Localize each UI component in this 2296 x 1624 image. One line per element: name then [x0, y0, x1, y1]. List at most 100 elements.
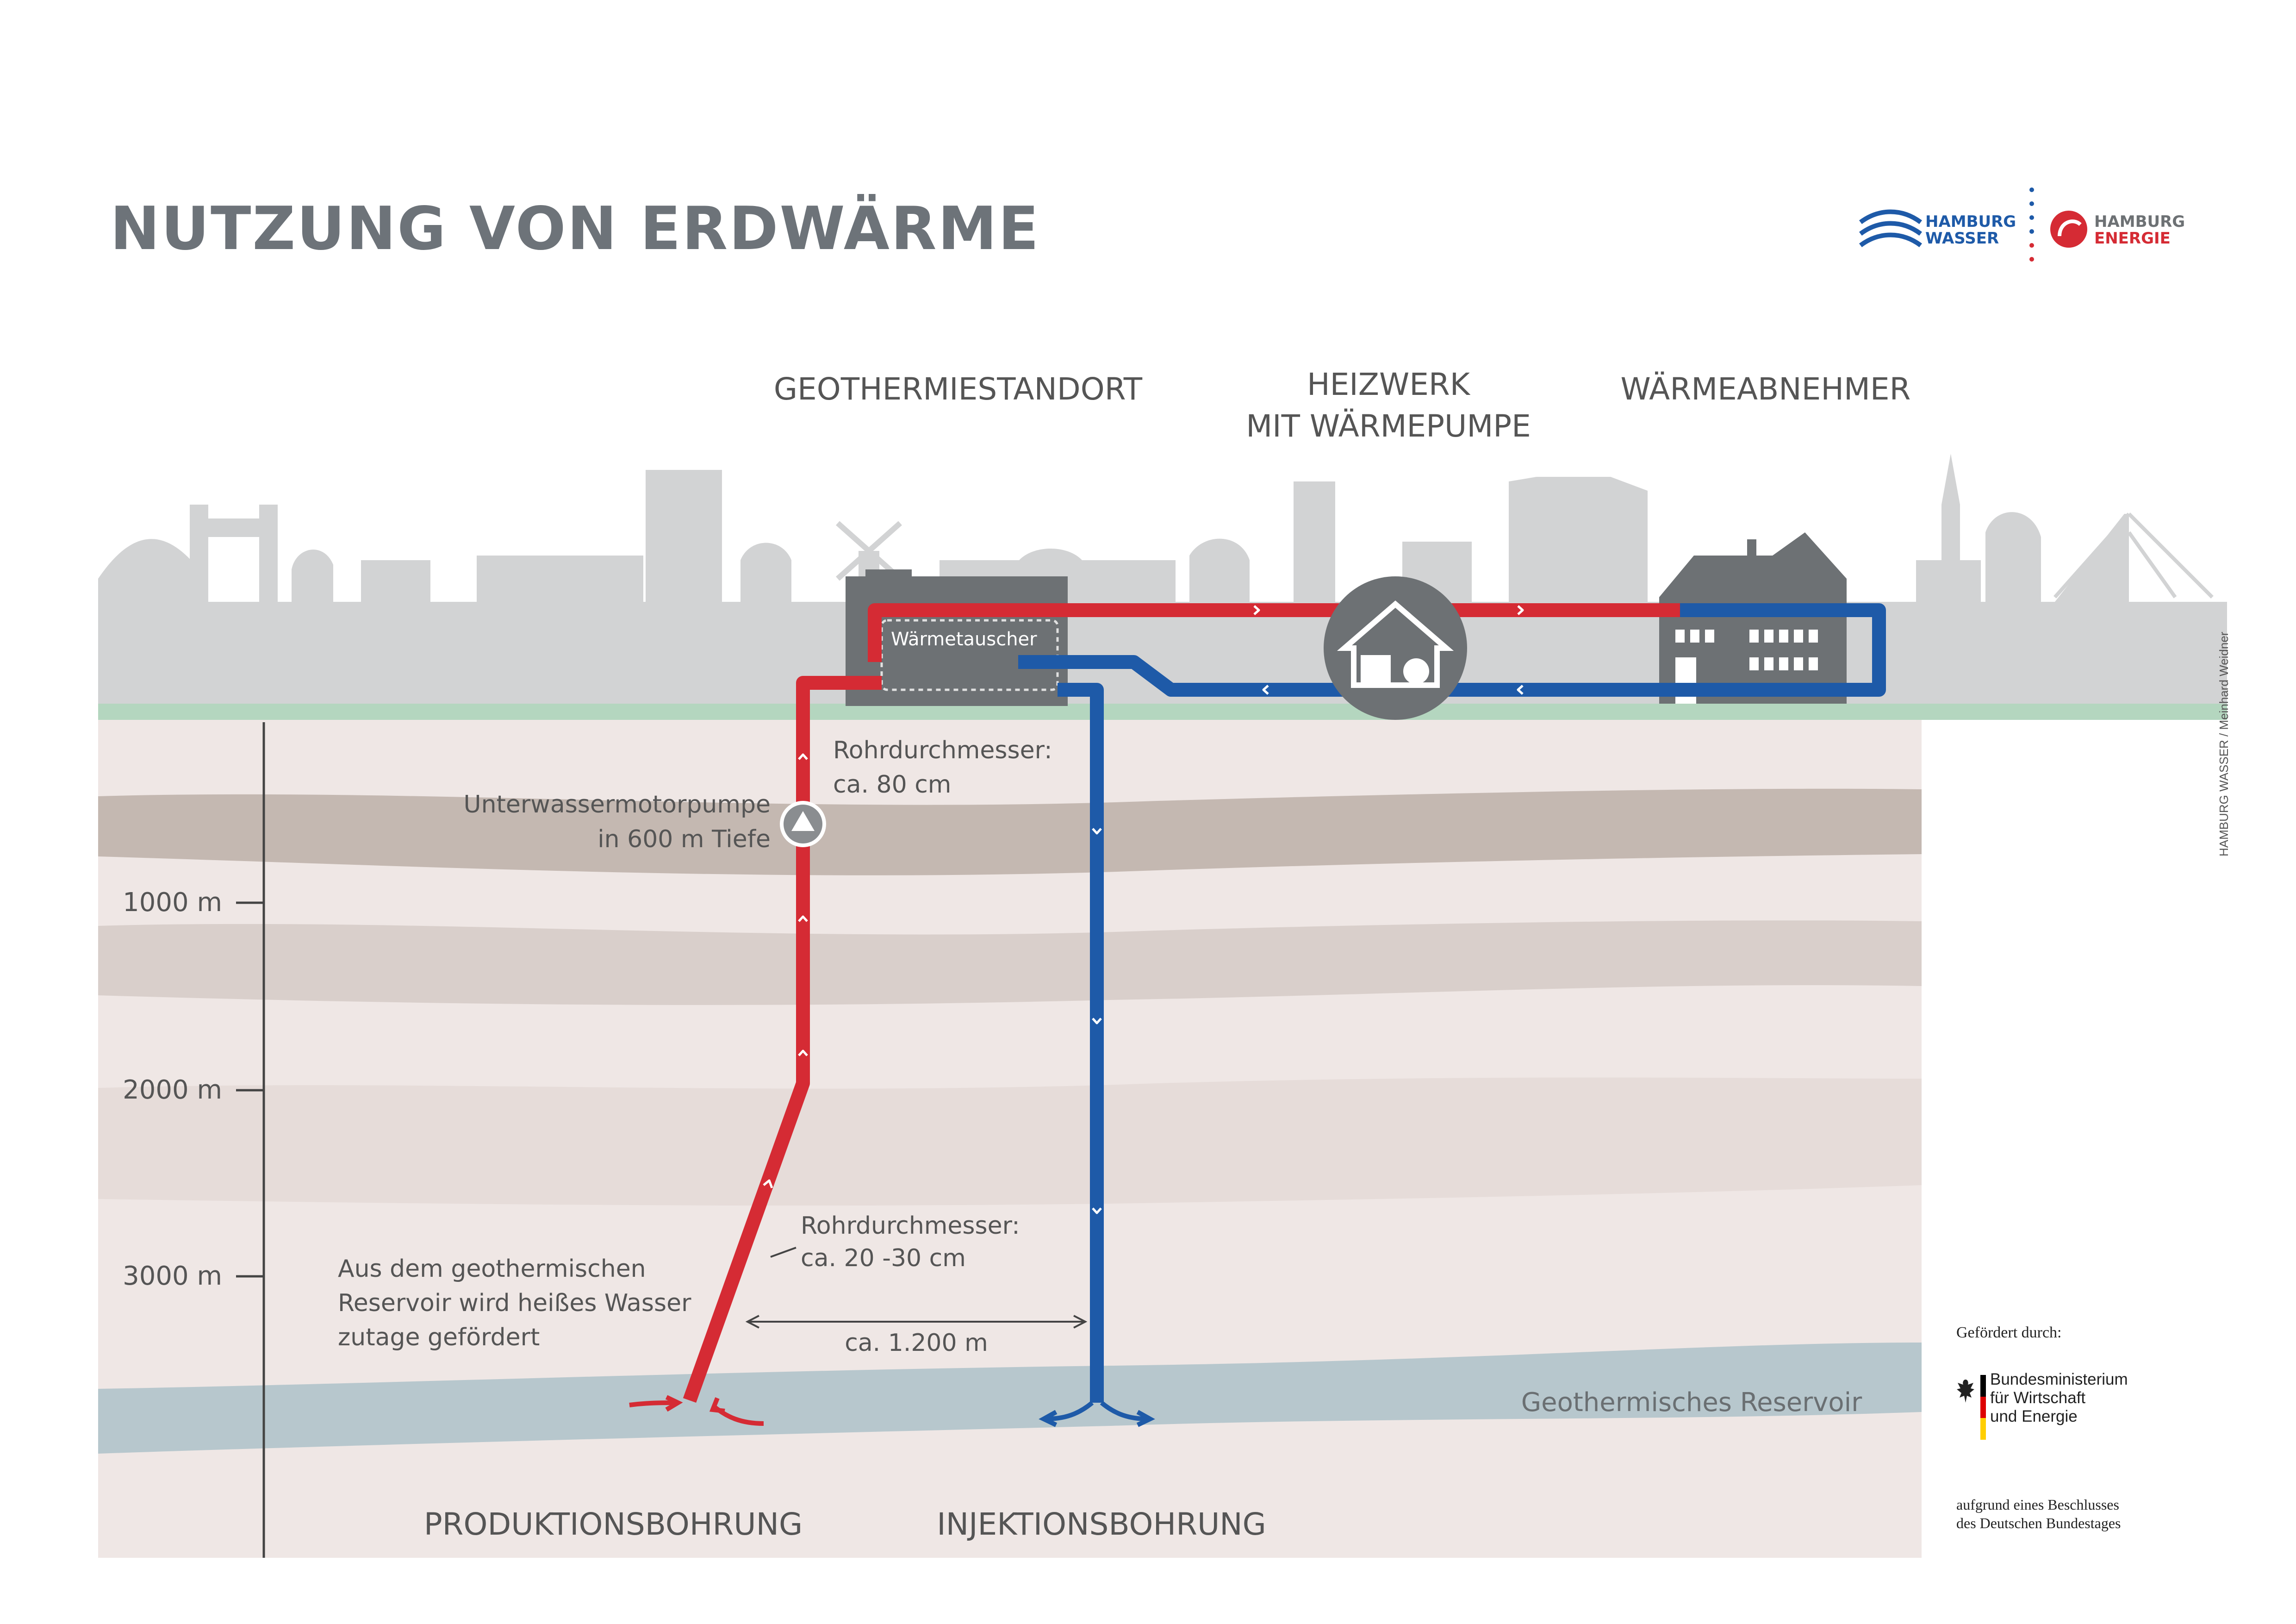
- funding-bottom-line1: aufgrund eines Beschlusses: [1956, 1496, 2119, 1513]
- chevron: [1092, 1207, 1102, 1214]
- soil-cross-section: [98, 713, 1922, 1558]
- skyline-gate-top: [204, 518, 264, 537]
- reservoir-flow-arrows: [629, 1395, 1155, 1427]
- logo-divider: [2029, 187, 2034, 262]
- logo-hamburg-energie: HAMBURG ENERGIE: [2050, 211, 2185, 248]
- flag-black: [1980, 1375, 1986, 1397]
- dot: [2029, 229, 2034, 234]
- eagle-icon: [1957, 1380, 1974, 1403]
- window: [1794, 657, 1803, 670]
- window: [1779, 630, 1788, 643]
- labels: GEOTHERMIESTANDORT HEIZWERK MIT WÄRMEPUM…: [338, 367, 1910, 1542]
- logo-wasser-line2: WASSER: [1925, 229, 1999, 248]
- label-pumpe-line1: Unterwassermotorpumpe: [464, 791, 771, 818]
- arrowhead: [665, 1395, 683, 1412]
- cold-injection-pipe: [1058, 683, 1104, 1403]
- dot: [2029, 257, 2034, 262]
- house-icon: [1337, 600, 1454, 688]
- skyline-water-tower: [1294, 481, 1335, 602]
- distance-arrow-right: [1073, 1315, 1088, 1329]
- depth-axis: 1000 m 2000 m 3000 m: [123, 722, 265, 1558]
- ground-band: [98, 704, 2227, 720]
- label-pumpe-line2: in 600 m Tiefe: [597, 825, 771, 853]
- funding-bottom: aufgrund eines Beschlusses des Deutschen…: [1956, 1495, 2121, 1532]
- window: [1690, 630, 1699, 643]
- thermometer-icon: [1403, 658, 1429, 684]
- label-rohr-bottom-line1: Rohrdurchmesser:: [801, 1212, 1020, 1240]
- logo-wasser-line1: HAMBURG: [1925, 212, 2016, 231]
- chevron: [1092, 828, 1102, 835]
- dot: [2029, 215, 2034, 220]
- skyline-church-body: [1916, 560, 1981, 602]
- dot: [2029, 243, 2034, 248]
- label-reservoir-text-line3: zutage gefördert: [338, 1324, 540, 1351]
- window: [1779, 657, 1788, 670]
- heat-pump-unit-icon: [1361, 655, 1391, 683]
- chevron: [1262, 685, 1269, 695]
- skyline-house-1: [361, 560, 430, 602]
- waermetauscher-label: Wärmetauscher: [891, 629, 1037, 650]
- geothermie-building-roof: [865, 569, 912, 581]
- skyline-crown-building: [1509, 477, 1648, 602]
- logo-hamburg-wasser: HAMBURG WASSER: [1859, 209, 2016, 248]
- skyline-highrise: [646, 470, 722, 602]
- flag-gold: [1980, 1418, 1986, 1440]
- hot-production-pipe: [683, 676, 882, 1403]
- label-produktionsbohrung: PRODUKTIONSBOHRUNG: [424, 1506, 803, 1542]
- pipe-network: [683, 603, 1886, 1403]
- dot: [2029, 201, 2034, 206]
- ministry-line1: Bundesministerium: [1990, 1370, 2128, 1388]
- chevron: [1517, 685, 1524, 695]
- funding-box: Gefördert durch: Bundesministerium für W…: [1922, 1292, 2181, 1555]
- label-rohr-top-line1: Rohrdurchmesser:: [833, 737, 1052, 764]
- city-skyline: [98, 454, 2227, 707]
- ministry-name: Bundesministerium für Wirtschaft und Ene…: [1990, 1370, 2128, 1426]
- soil-layer-2: [98, 920, 1922, 1005]
- label-waermeabnehmer: WÄRMEABNEHMER: [1621, 371, 1911, 407]
- funding-top: Gefördert durch:: [1956, 1324, 2062, 1341]
- window: [1705, 630, 1714, 643]
- inflow-arrow-left: [629, 1400, 676, 1407]
- chevron: [798, 915, 808, 922]
- label-rohr-bottom-line2: ca. 20 -30 cm: [801, 1244, 966, 1272]
- window: [1809, 657, 1818, 670]
- wave-icon: [1859, 209, 1922, 248]
- flag-red: [1980, 1396, 1986, 1418]
- logo-energie-line2: ENERGIE: [2094, 229, 2171, 248]
- ministry-line2: für Wirtschaft: [1990, 1389, 2086, 1407]
- leader-arrow: [770, 1247, 796, 1258]
- skyline-row-1: [477, 556, 643, 602]
- window: [1749, 630, 1759, 643]
- chevron: [763, 1179, 773, 1188]
- logo-energie-line1: HAMBURG: [2094, 212, 2185, 231]
- depth-label-3000: 3000 m: [123, 1261, 222, 1291]
- chevron: [798, 753, 808, 760]
- chevron: [798, 1049, 808, 1056]
- label-reservoir-text-line2: Reservoir wird heißes Wasser: [338, 1289, 691, 1317]
- depth-label-1000: 1000 m: [123, 887, 222, 918]
- label-rohr-top-line2: ca. 80 cm: [833, 771, 951, 799]
- abnehmer-chimney: [1747, 539, 1756, 567]
- page-title: NUTZUNG VON ERDWÄRME: [110, 194, 1040, 263]
- skyline-tree-2: [740, 543, 791, 602]
- skyline-bridge-cables: [2053, 512, 2214, 599]
- image-credit: HAMBURG WASSER / Meinhard Weidner: [2217, 631, 2231, 856]
- window: [1749, 657, 1759, 670]
- depth-label-2000: 2000 m: [123, 1075, 222, 1105]
- label-injektionsbohrung: INJEKTIONSBOHRUNG: [937, 1506, 1266, 1542]
- distance-arrow-left: [745, 1315, 759, 1329]
- chevron: [1517, 605, 1524, 615]
- energie-swirl-icon: [2058, 219, 2082, 237]
- dot: [2029, 187, 2034, 192]
- label-distance: ca. 1.200 m: [845, 1329, 988, 1357]
- pump-icon: [780, 801, 826, 847]
- skyline-tree-4: [1985, 512, 2041, 602]
- label-geothermiestandort: GEOTHERMIESTANDORT: [774, 371, 1143, 407]
- outflow-arrow-right: [1100, 1401, 1148, 1421]
- label-heizwerk-line1: HEIZWERK: [1307, 367, 1471, 402]
- arrowhead: [1136, 1410, 1155, 1427]
- funding-bottom-line2: des Deutschen Bundestages: [1956, 1515, 2121, 1531]
- skyline-tree-3: [1189, 538, 1250, 602]
- outflow-arrow-left: [1045, 1401, 1094, 1421]
